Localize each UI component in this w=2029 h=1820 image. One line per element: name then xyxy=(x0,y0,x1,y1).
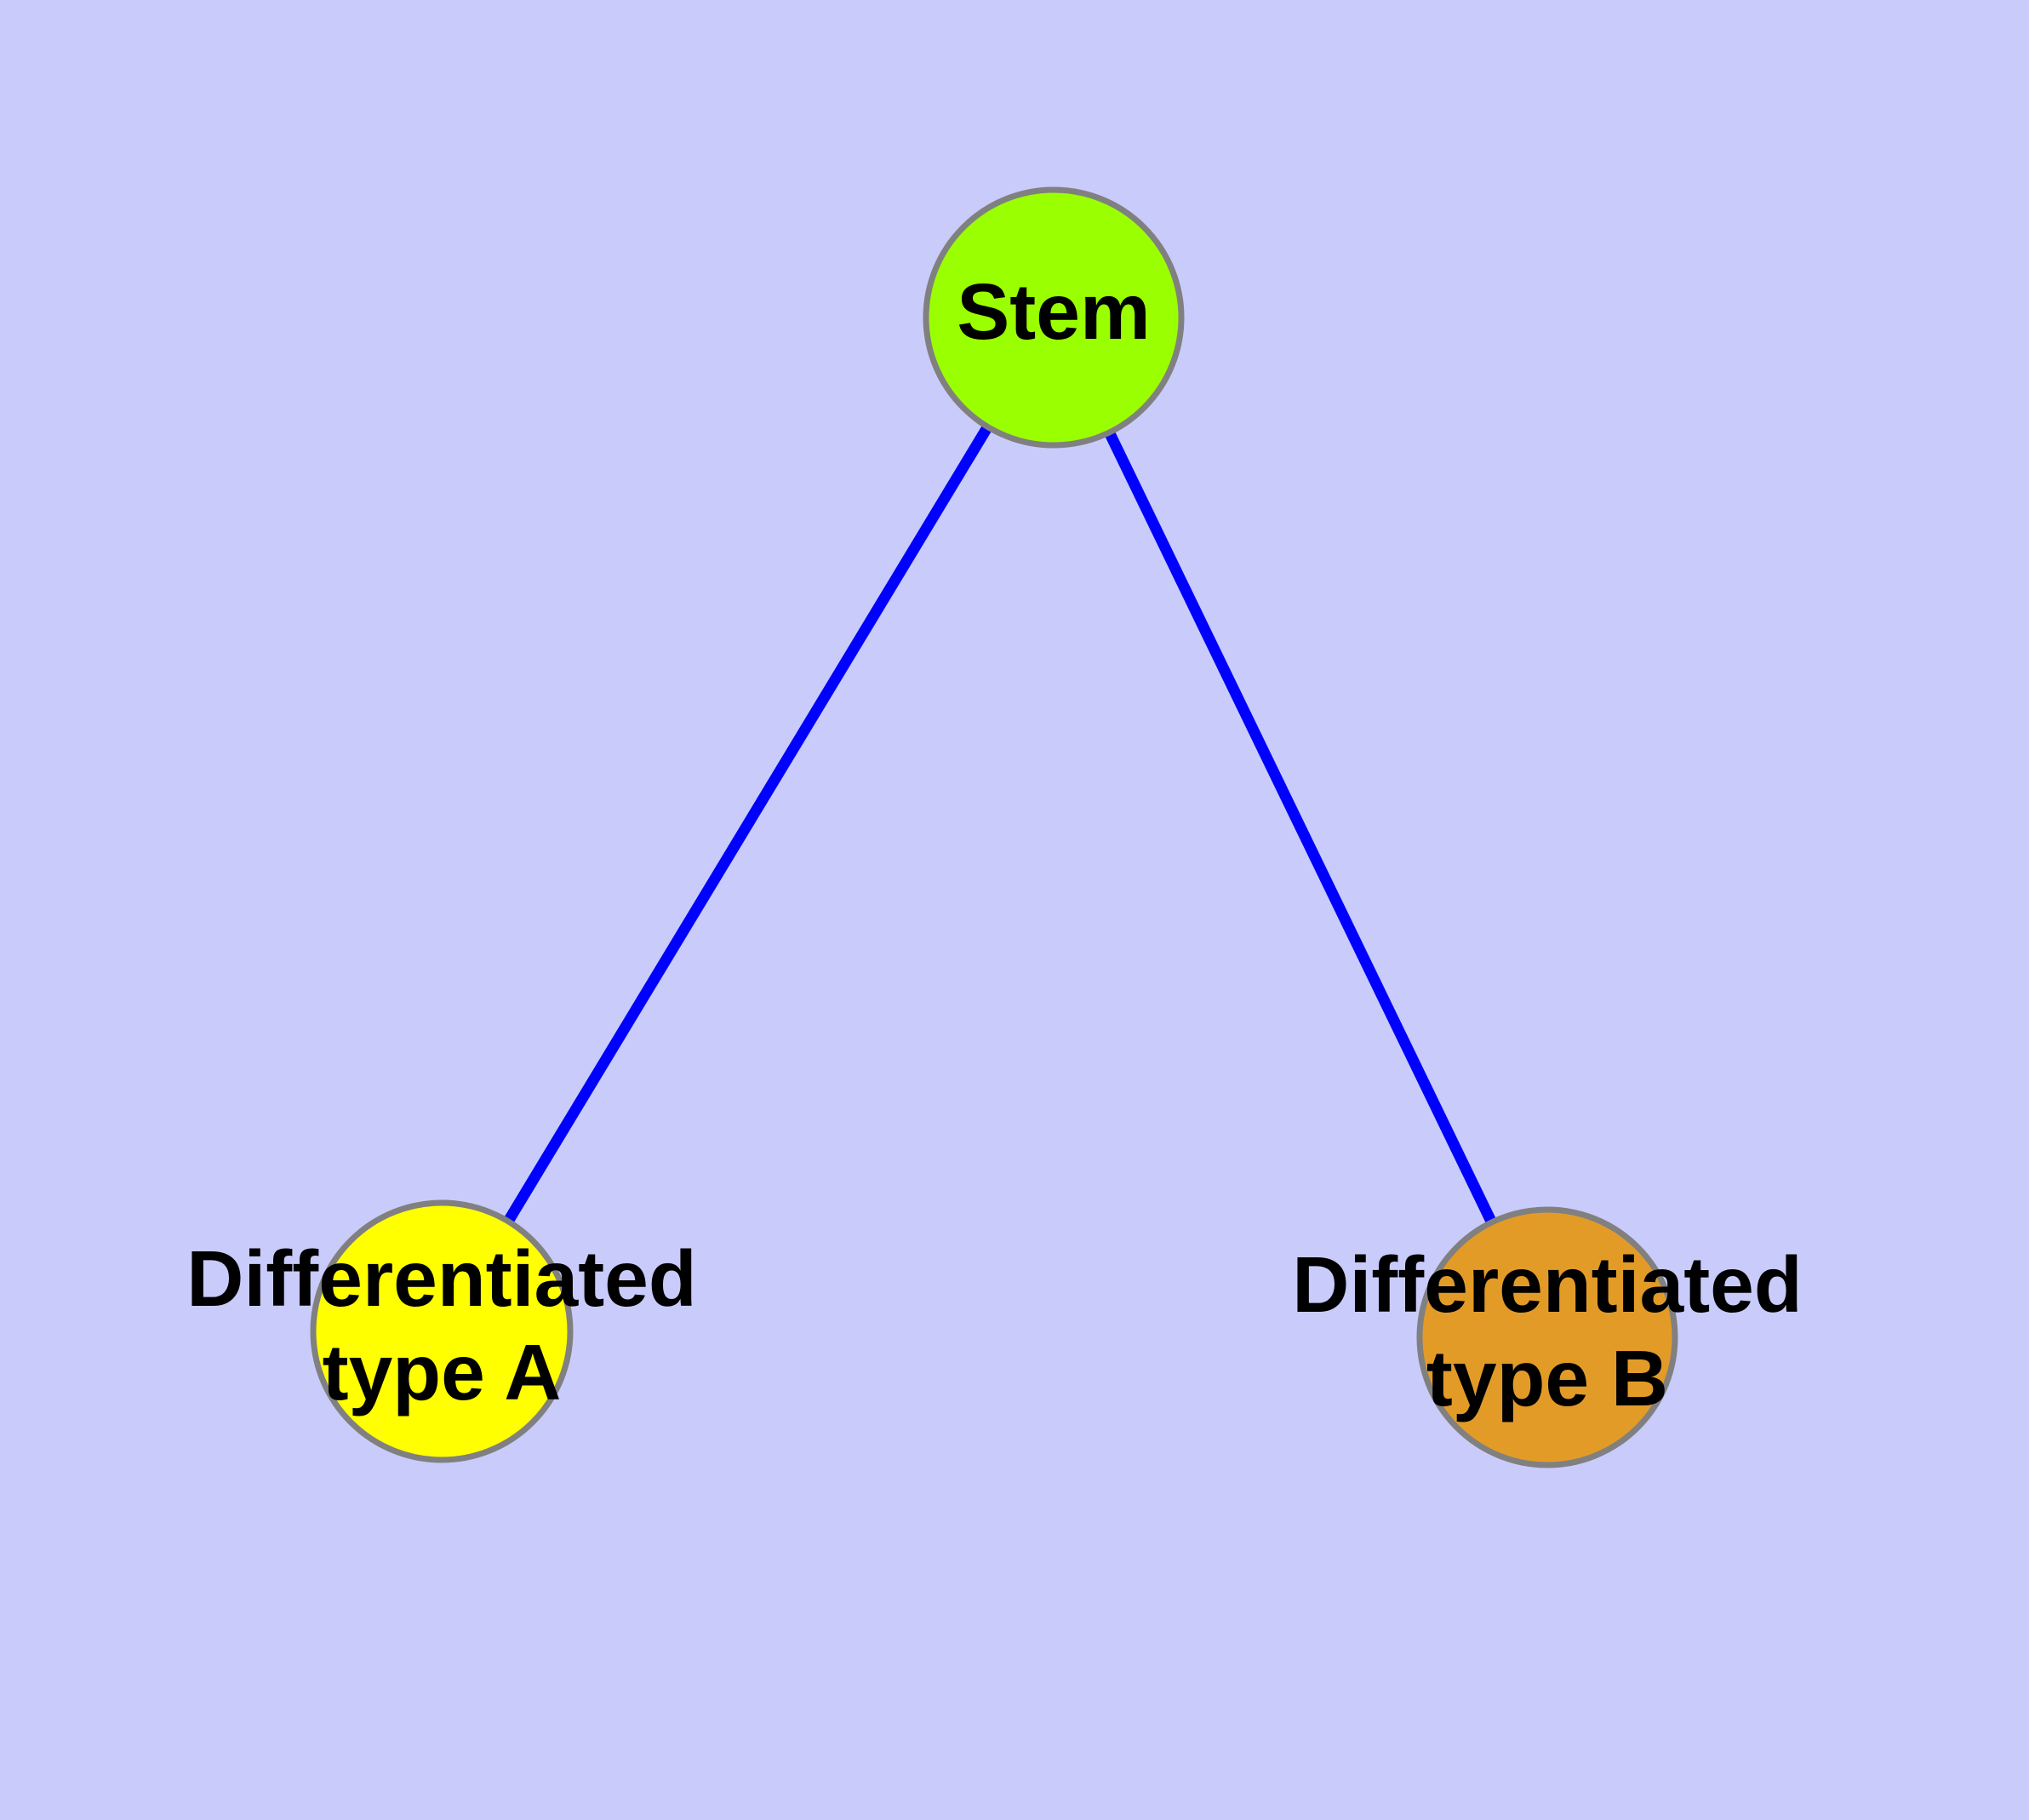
edge-stem-to-differentiated-type-b[interactable] xyxy=(1049,315,1552,1340)
node-label-line: Differentiated xyxy=(1292,1240,1802,1329)
edges-group xyxy=(437,314,1552,1340)
node-differentiated-type-a[interactable] xyxy=(310,1199,574,1463)
node-stem-label: Stem xyxy=(957,267,1150,356)
node-stem[interactable] xyxy=(923,186,1185,449)
node-differentiated-type-b[interactable] xyxy=(1416,1206,1678,1468)
nodes-group xyxy=(310,186,1678,1468)
node-label-line: type A xyxy=(323,1327,562,1416)
node-differentiated-type-a-circle[interactable] xyxy=(310,1199,574,1463)
node-label-line: Differentiated xyxy=(186,1234,696,1323)
node-label-line: type B xyxy=(1426,1333,1668,1422)
edge-stem-to-differentiated-type-a[interactable] xyxy=(437,314,1059,1335)
node-label-line: Stem xyxy=(957,267,1150,356)
node-differentiated-type-b-circle[interactable] xyxy=(1416,1206,1678,1468)
node-stem-circle[interactable] xyxy=(923,186,1185,449)
